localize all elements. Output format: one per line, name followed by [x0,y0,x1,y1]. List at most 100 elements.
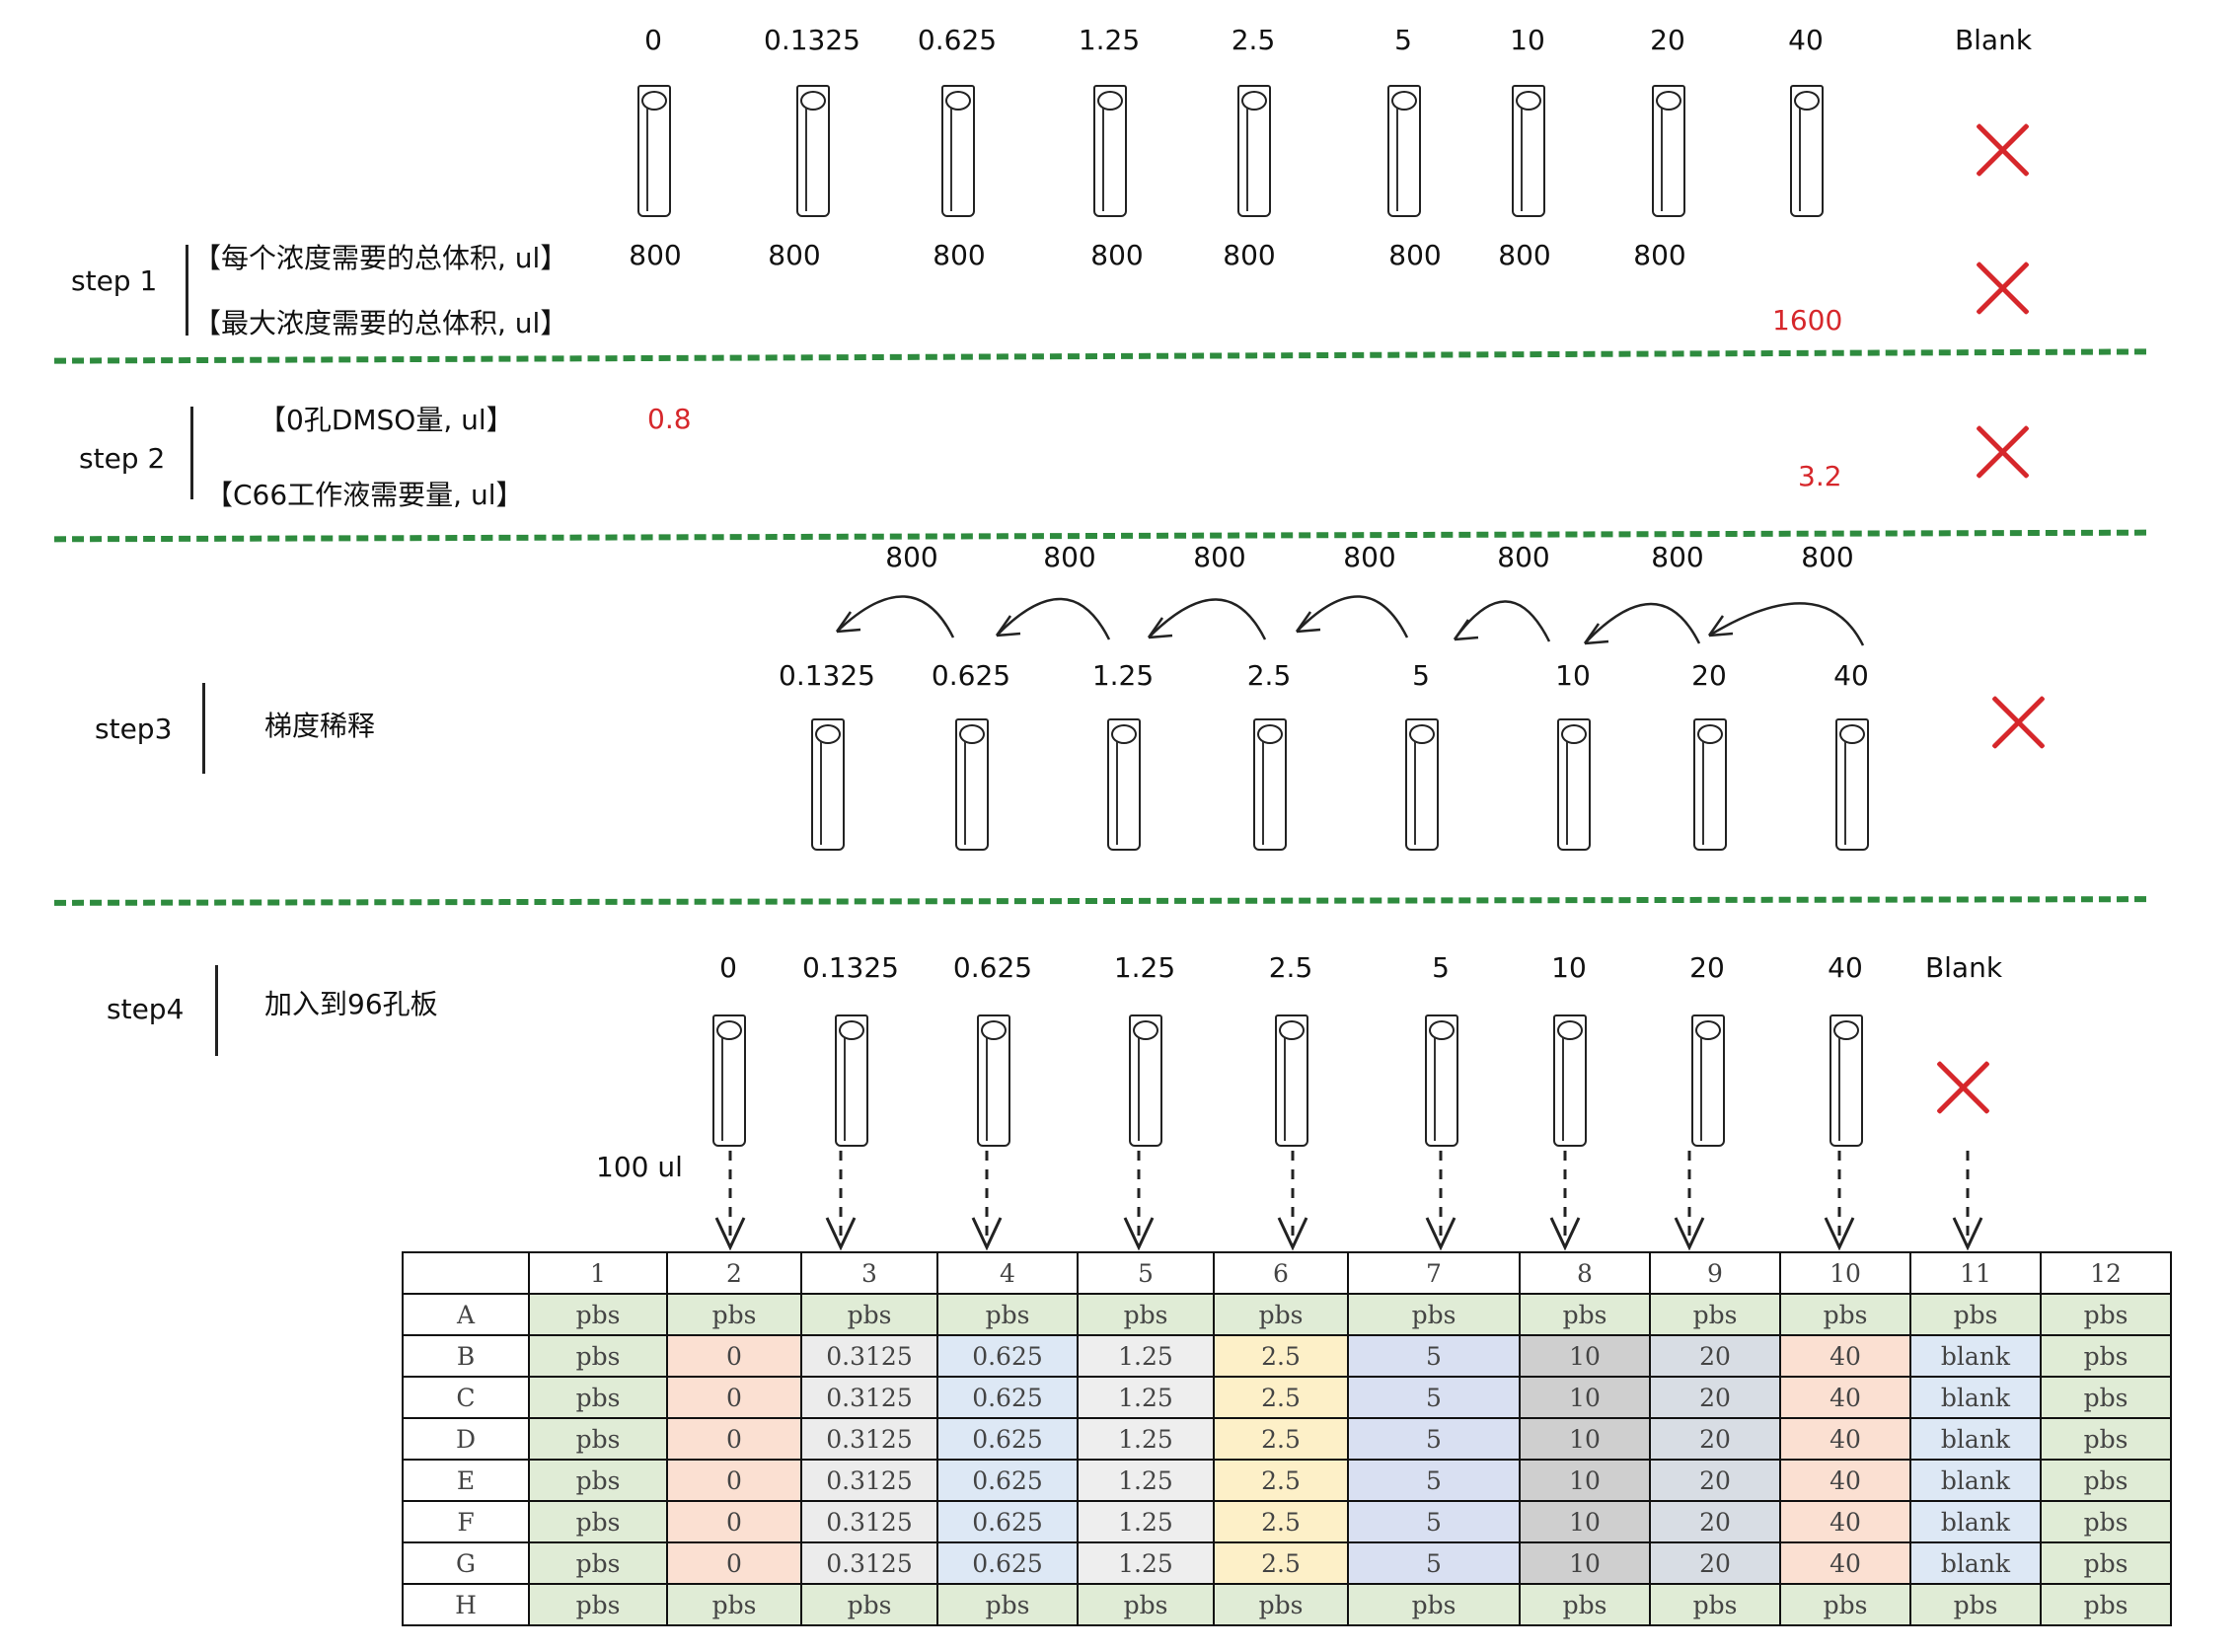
step4-arrowhead [825,1217,857,1251]
plate-row-header: F [402,1500,530,1543]
step4-arrowhead [1425,1217,1456,1251]
plate-row-header: E [402,1459,530,1502]
plate-column-header: 1 [528,1251,668,1295]
step3-divider-bar [202,683,205,774]
step1-divider-bar [186,245,188,336]
plate-well: 0 [666,1500,802,1543]
plate-column-header: 9 [1649,1251,1781,1295]
plate-well: pbs [2040,1376,2172,1419]
step4-tube [1425,1014,1458,1147]
step3-arrowhead [1295,611,1321,634]
plate-well: pbs [528,1541,668,1585]
plate-well: pbs [2040,1417,2172,1461]
step4-arrowhead [1549,1217,1581,1251]
step3-tube [955,718,989,851]
step1-tube [637,85,671,217]
plate-well: pbs [2040,1583,2172,1626]
plate-well: 0.625 [936,1417,1079,1461]
plate-well: 0.3125 [800,1417,938,1461]
plate-well: 10 [1519,1417,1651,1461]
step3-arrowhead [1707,615,1734,638]
plate-well: 0.625 [936,1541,1079,1585]
step3-tube [811,718,845,851]
step3-arrowhead [1147,617,1173,639]
plate-well: 1.25 [1077,1376,1215,1419]
step3-transfer-volume: 800 [1343,541,1396,573]
step1-volume-value: 800 [1388,239,1442,271]
plate-well: 0.625 [936,1334,1079,1378]
plate-well: 10 [1519,1500,1651,1543]
plate-well: 1.25 [1077,1500,1215,1543]
step1-row1-label: 【每个浓度需要的总体积, ul】 [193,242,568,274]
plate-well: 0.3125 [800,1376,938,1419]
plate-well: 10 [1519,1541,1651,1585]
plate-well: pbs [936,1583,1079,1626]
plate-well: 0 [666,1417,802,1461]
step3-tube [1405,718,1439,851]
plate-well: pbs [528,1334,668,1378]
plate-well: pbs [1519,1293,1651,1336]
step1-volume-value: 800 [1090,239,1144,271]
plate-well: pbs [666,1293,802,1336]
plate-well: 2.5 [1213,1541,1349,1585]
step1-volume-value: 800 [933,239,986,271]
step3-arrowhead [1453,619,1479,641]
step1-tube [1512,85,1545,217]
step2-c66-volume: 3.2 [1798,460,1842,492]
plate-well: pbs [528,1459,668,1502]
step2-label: step 2 [79,442,166,475]
plate-well: 2.5 [1213,1459,1349,1502]
plate-well: 0.625 [936,1500,1079,1543]
step1-volume-value: 800 [768,239,821,271]
plate-well: pbs [528,1293,668,1336]
plate-well: 40 [1779,1459,1911,1502]
step1-tube [796,85,830,217]
step1-conc-label: 5 [1394,24,1412,56]
plate-well: pbs [2040,1334,2172,1378]
step3-tube [1693,718,1727,851]
step3-arrowhead [1583,623,1609,645]
plate-well: 2.5 [1213,1376,1349,1419]
plate-well: 40 [1779,1500,1911,1543]
plate-well: 20 [1649,1541,1781,1585]
step3-transfer-volume: 800 [1801,541,1854,573]
plate-well: blank [1909,1376,2042,1419]
step3-conc-label: 5 [1412,659,1430,692]
plate-well: pbs [2040,1500,2172,1543]
plate-well: pbs [2040,1459,2172,1502]
plate-well: pbs [1649,1293,1781,1336]
plate-column-header: 5 [1077,1251,1215,1295]
step4-conc-label: 0.1325 [802,951,899,984]
plate-well: 1.25 [1077,1459,1215,1502]
plate-column-header: 4 [936,1251,1079,1295]
step1-tube [941,85,975,217]
step3-tube [1107,718,1141,851]
plate-well: 5 [1347,1459,1521,1502]
step3-conc-label: 10 [1555,659,1591,692]
plate-well: pbs [2040,1293,2172,1336]
step3-conc-label: 2.5 [1246,659,1292,692]
step1-conc-label: Blank [1954,24,2033,56]
step1-conc-label: 0.625 [917,24,998,56]
plate-well: pbs [1909,1583,2042,1626]
plate-well: pbs [1213,1583,1349,1626]
plate-well: 0.625 [936,1376,1079,1419]
step4-divider-bar [215,965,218,1056]
step2-divider-bar [190,407,193,499]
plate-well: 5 [1347,1334,1521,1378]
step4-conc-label: 0 [719,951,737,984]
plate-column-header [402,1251,530,1295]
plate-well: pbs [1779,1583,1911,1626]
plate-row-header: H [402,1583,530,1626]
plate-column-header: 12 [2040,1251,2172,1295]
step3-arrow [836,595,955,638]
step3-arrow [1296,595,1409,638]
step1-conc-label: 0.1325 [764,24,860,56]
step4-arrowhead [1123,1217,1155,1251]
plate-well: pbs [1077,1293,1215,1336]
plate-well: pbs [800,1583,938,1626]
